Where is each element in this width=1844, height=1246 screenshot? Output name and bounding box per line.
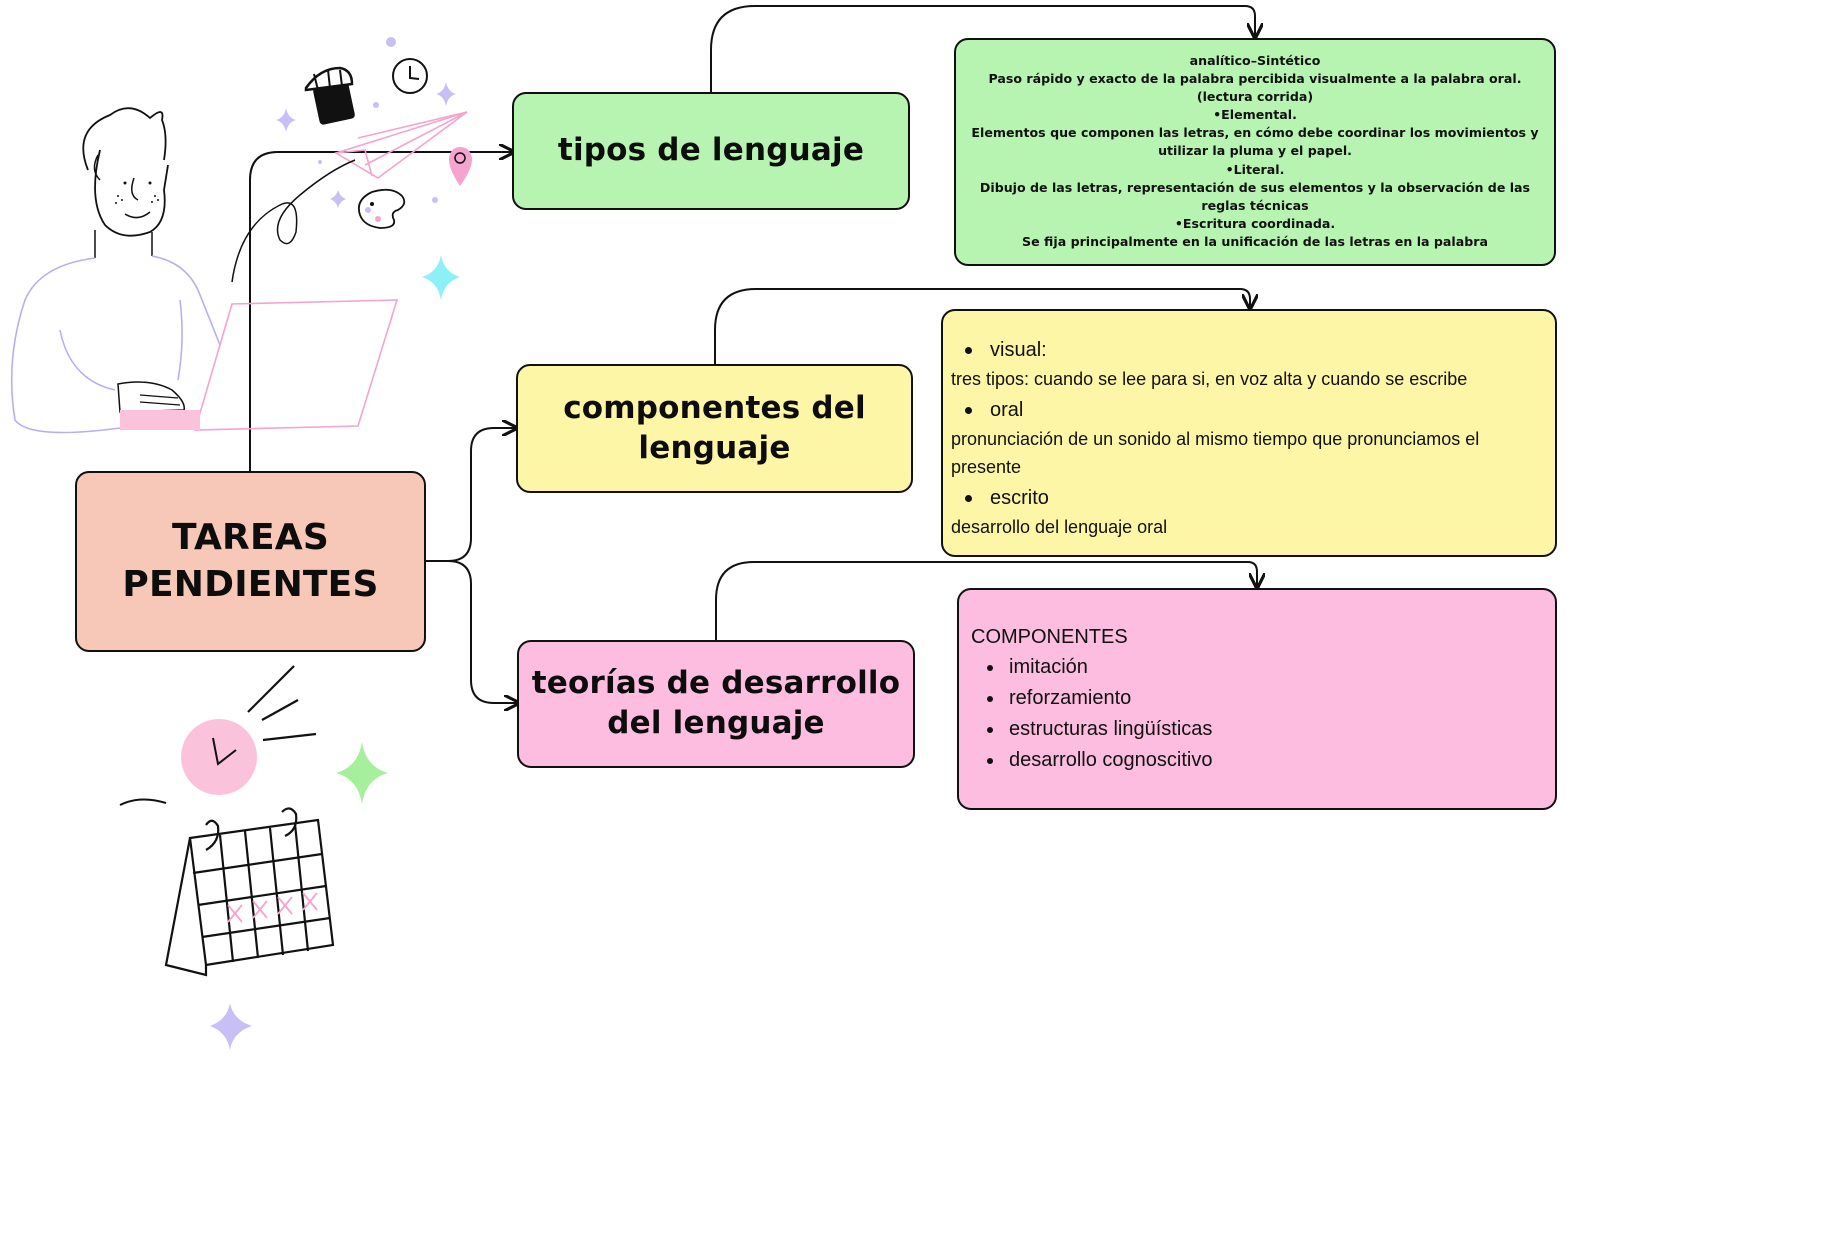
bullet-description: tres tipos: cuando se lee para si, en vo… (951, 369, 1468, 389)
list-item-label: desarrollo cognoscitivo (1009, 749, 1213, 771)
list-item-label: reforzamiento (1009, 687, 1132, 709)
bullet-item: escrito (965, 483, 1547, 513)
connector-root-componentes (426, 428, 516, 562)
location-pin-icon (448, 147, 473, 186)
clock-icon (392, 58, 428, 94)
list-item: imitación (987, 652, 1543, 683)
bullet-item: oral (965, 395, 1547, 425)
list-item: estructuras lingüísticas (987, 714, 1543, 745)
bullet-item: visual: (965, 335, 1547, 365)
detail-componentes-del-lenguaje: visual: tres tipos: cuando se lee para s… (941, 309, 1557, 557)
bullet-label: oral (990, 398, 1024, 421)
calendar-icon (164, 807, 335, 977)
detail-line: Elementos que componen las letras, en có… (971, 125, 1539, 159)
bullet-icon (987, 695, 993, 702)
detail-line: •Elemental. (1213, 107, 1297, 123)
list-item: reforzamiento (987, 683, 1543, 714)
connector-tipos-detail (710, 5, 1255, 92)
paper-plane-icon (334, 111, 468, 179)
branch-title: tipos de lenguaje (557, 132, 865, 169)
detail-line: Paso rápido y exacto de la palabra perci… (988, 71, 1522, 105)
list-item-label: estructuras lingüísticas (1009, 718, 1213, 740)
person-at-laptop-illustration (10, 107, 221, 434)
decor-dots (318, 37, 438, 203)
bullet-icon (987, 757, 993, 764)
list-item-label: imitación (1009, 656, 1088, 678)
bullet-description: pronunciación de un sonido al mismo tiem… (951, 429, 1480, 477)
connector-lines (249, 5, 1566, 1060)
shop-icon (304, 66, 355, 125)
branch-componentes-del-lenguaje: componentes del lenguaje (516, 364, 913, 493)
detail-line: •Literal. (1225, 161, 1285, 177)
connector-root-teorias (426, 560, 518, 703)
connector-root-tipos (249, 152, 513, 471)
root-title: TAREAS PENDIENTES (122, 517, 379, 605)
bullet-icon (965, 346, 972, 354)
list-item: desarrollo cognoscitivo (987, 745, 1543, 776)
connector-componentes-detail (714, 288, 1250, 364)
bullet-description: desarrollo del lenguaje oral (951, 517, 1168, 537)
branch-title: teorías de desarrollo del lenguaje (531, 665, 901, 741)
decorative-illustrations (10, 37, 473, 1050)
flight-trail (231, 159, 356, 283)
bullet-icon (965, 406, 972, 414)
bullet-label: escrito (990, 486, 1049, 509)
connector-teorias-detail (715, 561, 1257, 640)
detail-line: •Escritura coordinada. (1174, 215, 1336, 231)
detail-line: Se fija principalmente en la unificación… (1022, 233, 1488, 249)
branch-title: componentes del lenguaje (563, 389, 866, 466)
bullet-icon (965, 494, 972, 502)
detail-line: Dibujo de las letras, representación de … (979, 179, 1531, 213)
sparkle-icon (210, 82, 460, 1050)
detail-heading: COMPONENTES (971, 626, 1128, 648)
branch-tipos-de-lenguaje: tipos de lenguaje (512, 92, 910, 210)
bullet-icon (987, 664, 993, 671)
laptop-icon (120, 299, 399, 431)
detail-line: analítico–Sintético (1189, 53, 1321, 68)
branch-teorias-de-desarrollo: teorías de desarrollo del lenguaje (517, 640, 915, 768)
detail-teorias-de-desarrollo: COMPONENTES imitación reforzamiento estr… (957, 588, 1557, 810)
alarm-clock-icon (119, 665, 317, 806)
palette-icon (357, 188, 406, 229)
detail-tipos-de-lenguaje: analítico–Sintético Paso rápido y exacto… (954, 38, 1556, 266)
bullet-label: visual: (990, 338, 1047, 361)
bullet-icon (987, 726, 993, 733)
root-node-tareas-pendientes: TAREAS PENDIENTES (75, 471, 426, 652)
